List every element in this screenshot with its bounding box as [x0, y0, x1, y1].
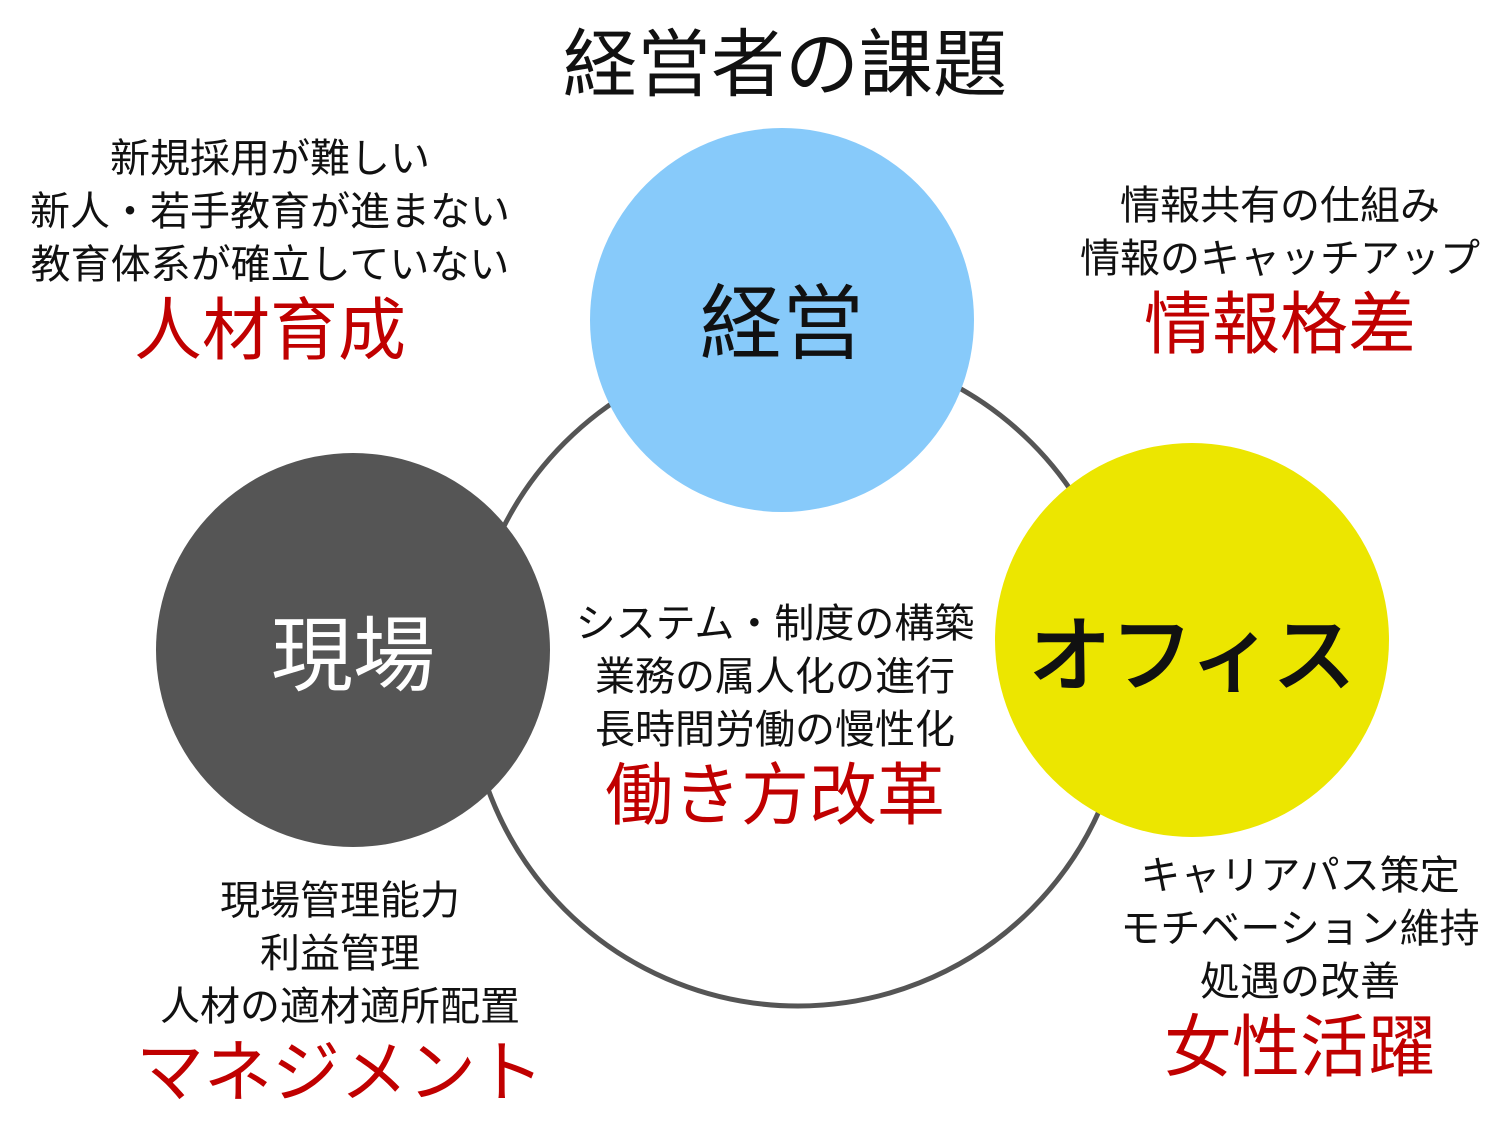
management-heading: マネジメント [135, 1034, 544, 1113]
women-heading: 女性活躍 [1163, 1009, 1436, 1088]
info-heading: 情報格差 [1143, 286, 1416, 365]
management-line: 現場管理能力 [220, 878, 460, 924]
field-circle [156, 453, 550, 847]
management-label: 経営 [699, 277, 864, 372]
office-circle [995, 443, 1389, 837]
page-title: 経営者の課題 [563, 22, 1007, 108]
talent-line: 新規採用が難しい [110, 136, 430, 182]
talent-line: 教育体系が確立していない [30, 242, 510, 288]
women-group: キャリアパス策定 モチベーション維持 処遇の改善 女性活躍 [1090, 850, 1500, 1089]
management-line: 利益管理 [260, 931, 420, 977]
workstyle-line: システム・制度の構築 [575, 601, 975, 647]
workstyle-line: 業務の属人化の進行 [595, 654, 955, 700]
management-circle [590, 128, 974, 512]
field-label: 現場 [270, 609, 435, 704]
workstyle-heading: 働き方改革 [604, 757, 945, 836]
women-line: 処遇の改善 [1200, 959, 1400, 1005]
talent-heading: 人材育成 [133, 292, 406, 371]
info-line: 情報のキャッチアップ [1080, 236, 1480, 282]
office-label: オフィス [1028, 609, 1356, 704]
info-group: 情報共有の仕組み 情報のキャッチアップ 情報格差 [1060, 180, 1500, 366]
workstyle-line: 長時間労働の慢性化 [595, 707, 955, 753]
talent-line: 新人・若手教育が進まない [30, 189, 510, 235]
management-line: 人材の適材適所配置 [160, 984, 520, 1030]
women-line: モチベーション維持 [1120, 906, 1480, 952]
management-group: 現場管理能力 利益管理 人材の適材適所配置 マネジメント [120, 875, 560, 1114]
talent-group: 新規採用が難しい 新人・若手教育が進まない 教育体系が確立していない 人材育成 [0, 133, 540, 372]
women-line: キャリアパス策定 [1140, 853, 1460, 899]
workstyle-group: システム・制度の構築 業務の属人化の進行 長時間労働の慢性化 働き方改革 [560, 598, 990, 837]
info-line: 情報共有の仕組み [1120, 183, 1440, 229]
